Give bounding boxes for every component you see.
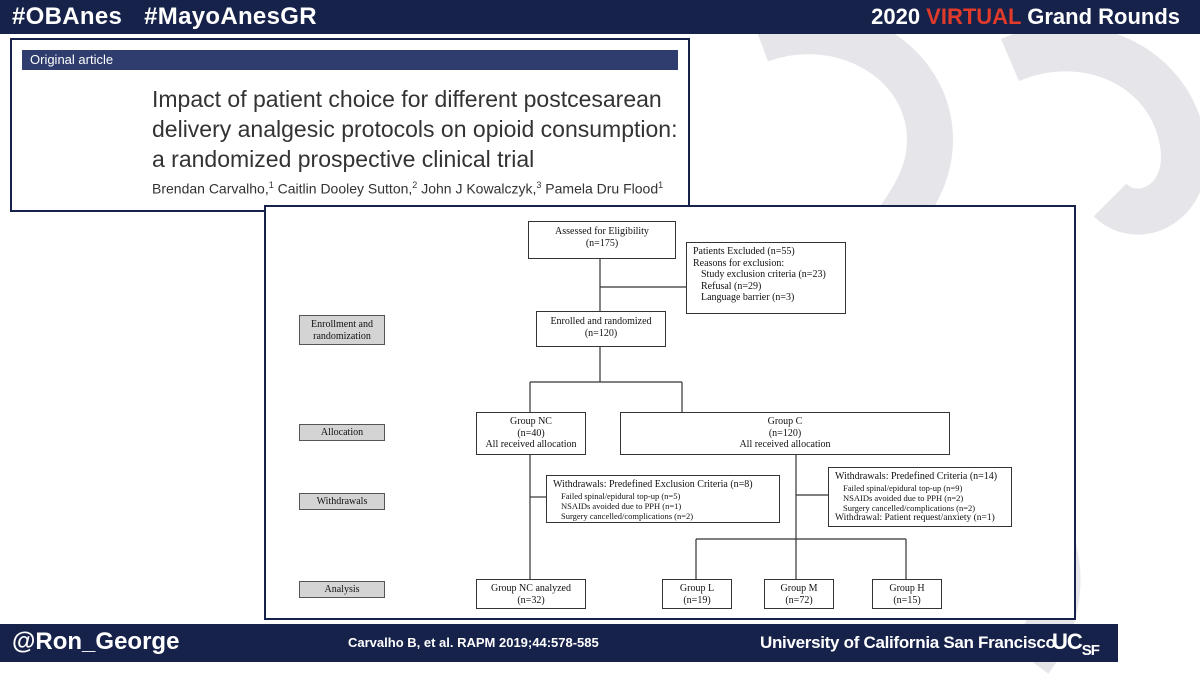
header-bar: #OBAnes #MayoAnesGR 2020 VIRTUAL Grand Ro…: [0, 0, 1200, 34]
exclusion-reason: Language barrier (n=3): [701, 292, 795, 303]
author-name: Brendan Carvalho,: [152, 180, 269, 197]
group-l-box: Group L (n=19): [662, 579, 732, 609]
withdrawal-extra: Withdrawal: Patient request/anxiety (n=1…: [835, 512, 995, 523]
group-h-box: Group H (n=15): [872, 579, 942, 609]
event-year: 2020: [871, 4, 927, 29]
stage-analysis: Analysis: [299, 581, 385, 598]
author-name: John J Kowalczyk,: [417, 180, 537, 197]
hashtags: #OBAnes #MayoAnesGR: [12, 3, 339, 31]
twitter-handle: @Ron_George: [12, 628, 180, 655]
group-c-count: (n=120): [768, 427, 802, 439]
author-affiliation: 1: [658, 180, 664, 190]
group-h-count: (n=15): [893, 594, 921, 606]
consort-flowchart: Enrollment and randomization Allocation …: [264, 205, 1076, 620]
hashtag-mayoanesgr: #MayoAnesGR: [144, 3, 317, 30]
group-c-label: Group C: [767, 416, 803, 427]
group-m-count: (n=72): [785, 594, 813, 606]
logo-main: UC: [1052, 629, 1083, 654]
group-m-label: Group M: [780, 583, 818, 594]
event-grand-rounds: Grand Rounds: [1021, 4, 1180, 29]
withdrawal-item: Surgery cancelled/complications (n=2): [561, 510, 694, 521]
event-title: 2020 VIRTUAL Grand Rounds: [871, 4, 1180, 30]
group-l-count: (n=19): [683, 594, 711, 606]
group-c-note: All received allocation: [739, 439, 831, 450]
hashtag-obanes: #OBAnes: [12, 3, 123, 30]
withdrawal-item: Failed spinal/epidural top-up (n=9): [843, 482, 963, 493]
exclusion-reasons-label: Reasons for exclusion:: [693, 257, 785, 269]
author-affiliation: 2: [412, 180, 418, 190]
article-authors: Brendan Carvalho,1 Caitlin Dooley Sutton…: [152, 180, 682, 197]
group-nc-count: (n=40): [517, 427, 545, 439]
citation: Carvalho B, et al. RAPM 2019;44:578-585: [348, 635, 599, 650]
enrolled-label: Enrolled and randomized: [550, 316, 652, 327]
author-name: Caitlin Dooley Sutton,: [273, 180, 413, 197]
group-nc-note: All received allocation: [485, 439, 577, 450]
article-card: Original article Impact of patient choic…: [10, 38, 690, 212]
group-nc-box: Group NC (n=40) All received allocation: [476, 412, 586, 455]
withdrawals-c-title: Withdrawals: Predefined Criteria (n=14): [835, 471, 998, 482]
excluded-box: Patients Excluded (n=55) Reasons for exc…: [686, 242, 846, 314]
stage-allocation: Allocation: [299, 424, 385, 441]
stage-enrollment: Enrollment and randomization: [299, 315, 385, 345]
article-title: Impact of patient choice for different p…: [152, 86, 678, 172]
event-virtual: VIRTUAL: [926, 4, 1022, 29]
university-name: University of California San Francisco: [760, 633, 1056, 652]
ucsf-logo: UCSF: [1052, 629, 1100, 659]
group-nc-analyzed-label: Group NC analyzed: [491, 583, 571, 594]
group-c-box: Group C (n=120) All received allocation: [620, 412, 950, 455]
article-type-band: Original article: [22, 50, 678, 70]
group-h-label: Group H: [889, 583, 925, 594]
logo-sub: SF: [1081, 642, 1100, 659]
excluded-title: Patients Excluded (n=55): [693, 246, 795, 257]
assessed-count: (n=175): [585, 237, 619, 249]
withdrawal-item: NSAIDs avoided due to PPH (n=1): [561, 500, 682, 511]
stage-withdrawals: Withdrawals: [299, 493, 385, 510]
group-nc-analyzed-box: Group NC analyzed (n=32): [476, 579, 586, 609]
group-m-box: Group M (n=72): [764, 579, 834, 609]
exclusion-reason: Study exclusion criteria (n=23): [701, 269, 826, 280]
group-nc-label: Group NC: [510, 416, 552, 427]
enrolled-box: Enrolled and randomized (n=120): [536, 311, 666, 347]
withdrawals-c-box: Withdrawals: Predefined Criteria (n=14) …: [828, 467, 1012, 527]
withdrawal-item: NSAIDs avoided due to PPH (n=2): [843, 492, 964, 503]
withdrawal-item: Failed spinal/epidural top-up (n=5): [561, 490, 681, 501]
assessed-label: Assessed for Eligibility: [555, 226, 649, 237]
author-affiliation: 3: [536, 180, 542, 190]
author-name: Pamela Dru Flood: [541, 180, 659, 197]
withdrawals-nc-box: Withdrawals: Predefined Exclusion Criter…: [546, 475, 780, 523]
withdrawals-nc-title: Withdrawals: Predefined Exclusion Criter…: [553, 479, 753, 490]
flowchart-connectors: [529, 259, 907, 579]
assessed-box: Assessed for Eligibility (n=175): [528, 221, 676, 259]
group-l-label: Group L: [679, 583, 715, 594]
author-affiliation: 1: [268, 180, 274, 190]
group-nc-analyzed-count: (n=32): [517, 594, 545, 606]
exclusion-reason: Refusal (n=29): [701, 280, 762, 292]
enrolled-count: (n=120): [584, 327, 618, 339]
footer-bar: @Ron_George Carvalho B, et al. RAPM 2019…: [0, 624, 1118, 662]
withdrawal-item: Surgery cancelled/complications (n=2): [843, 502, 976, 513]
